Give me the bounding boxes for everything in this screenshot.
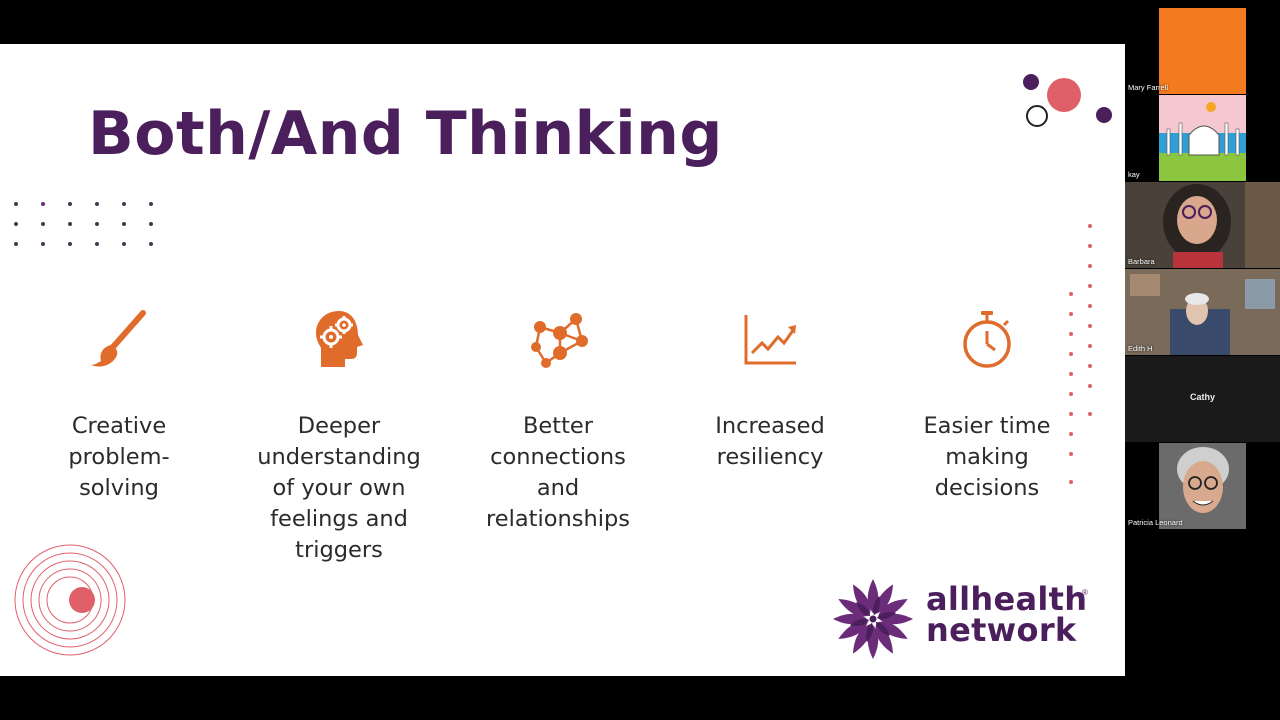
logo-line-2: network bbox=[926, 611, 1077, 649]
benefit-label: Better connections and relationships bbox=[486, 413, 630, 532]
participant-tile[interactable]: Patricia Leonard bbox=[1125, 443, 1280, 529]
benefit-label: Deeper understanding of your own feeling… bbox=[257, 413, 421, 563]
logo-line-1: allhealth bbox=[926, 580, 1088, 618]
presentation-slide: Both/And Thinking Creative problem- solv… bbox=[0, 44, 1125, 676]
participant-name: Edith H bbox=[1128, 344, 1153, 353]
benefit-label: Increased resiliency bbox=[715, 413, 825, 470]
participant-name-centered: Cathy bbox=[1189, 392, 1215, 402]
participant-name: Mary Farrell bbox=[1128, 83, 1169, 92]
participant-name: Barbara bbox=[1128, 257, 1155, 266]
benefit-better-connections: Better connections and relationships bbox=[458, 307, 658, 535]
participant-video-orange bbox=[1159, 8, 1246, 94]
participant-tile[interactable]: Barbara bbox=[1125, 182, 1280, 268]
benefit-label: Easier time making decisions bbox=[923, 413, 1051, 501]
participant-avatar-mosque bbox=[1159, 95, 1246, 181]
benefit-easier-decisions: Easier time making decisions bbox=[887, 307, 1087, 504]
stopwatch-icon bbox=[963, 311, 1011, 368]
allhealth-logo-text: allhealth network bbox=[926, 580, 1088, 649]
allhealth-logo-mark bbox=[833, 579, 913, 659]
participant-tile[interactable]: Mary Farrell bbox=[1125, 8, 1280, 94]
decorative-circles bbox=[1023, 74, 1112, 127]
participant-video-patricia bbox=[1159, 443, 1246, 529]
participant-tile[interactable]: Edith H bbox=[1125, 269, 1280, 355]
participant-tile[interactable]: kay bbox=[1125, 95, 1280, 181]
paintbrush-icon bbox=[91, 310, 146, 367]
participant-video-barbara bbox=[1125, 182, 1280, 268]
benefit-label: Creative problem- solving bbox=[68, 413, 170, 501]
benefit-deeper-understanding: Deeper understanding of your own feeling… bbox=[239, 307, 439, 566]
benefit-creative-problem-solving: Creative problem- solving bbox=[19, 307, 219, 504]
decorative-concentric-circles bbox=[14, 544, 126, 656]
participant-tile[interactable]: Cathy bbox=[1125, 356, 1280, 442]
slide-title: Both/And Thinking bbox=[88, 99, 723, 169]
participant-name: kay bbox=[1128, 170, 1140, 179]
growth-chart-icon bbox=[744, 315, 796, 365]
participant-name: Patricia Leonard bbox=[1128, 518, 1183, 527]
network-people-icon bbox=[531, 313, 588, 368]
head-gears-icon bbox=[316, 311, 363, 367]
registered-mark: ® bbox=[1082, 588, 1088, 597]
decorative-dot-grid bbox=[14, 202, 176, 262]
participant-video-edith bbox=[1125, 269, 1280, 355]
benefit-increased-resiliency: Increased resiliency bbox=[670, 307, 870, 473]
